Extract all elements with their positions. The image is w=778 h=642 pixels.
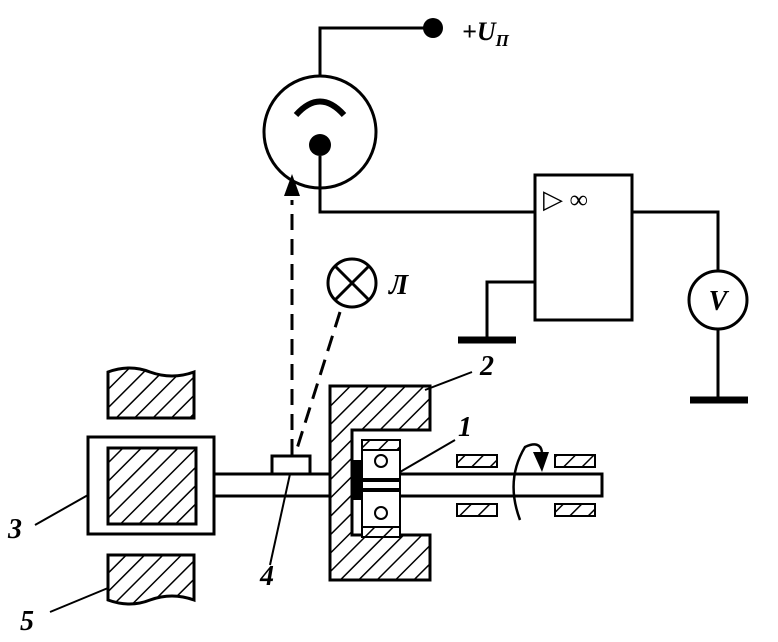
part-5-label: 5 <box>20 606 34 637</box>
support-bottom-right <box>554 503 596 517</box>
bearing <box>351 439 401 538</box>
part-2-label: 2 <box>479 351 494 382</box>
magnet-top <box>106 366 196 420</box>
voltmeter-label: V <box>709 286 730 317</box>
rotation-arrow <box>512 443 544 521</box>
reflective-marker <box>270 454 312 476</box>
part-1-label: 1 <box>458 412 472 443</box>
shaft <box>212 472 604 498</box>
support-top-left <box>456 454 498 468</box>
amp-ground-wire <box>485 280 535 338</box>
lamp <box>326 257 378 309</box>
support-top-right <box>554 454 596 468</box>
support-bottom-left <box>456 503 498 517</box>
part-3-label: 3 <box>7 514 22 545</box>
magnet-bottom <box>106 553 196 606</box>
amplifier <box>533 173 634 322</box>
rotor-core <box>106 446 198 526</box>
output-wire <box>632 210 720 272</box>
leader-1 <box>399 439 456 473</box>
amplifier-symbol: ▷ ∞ <box>543 185 588 214</box>
part-4-label: 4 <box>259 561 274 592</box>
rotation-arrowhead <box>533 452 549 472</box>
anode-dot <box>309 134 331 156</box>
lamp-label: Л <box>388 270 409 301</box>
photocathode <box>293 98 347 118</box>
supply-wire <box>318 26 432 76</box>
supply-label: +UП <box>462 17 510 50</box>
signal-wire <box>318 156 535 214</box>
leader-3 <box>34 494 89 526</box>
leader-2 <box>424 371 473 391</box>
leader-4 <box>269 473 291 566</box>
leader-5 <box>49 587 109 613</box>
beam-arrowhead <box>284 174 300 196</box>
supply-terminal <box>423 18 443 38</box>
bearing-housing <box>328 384 432 582</box>
